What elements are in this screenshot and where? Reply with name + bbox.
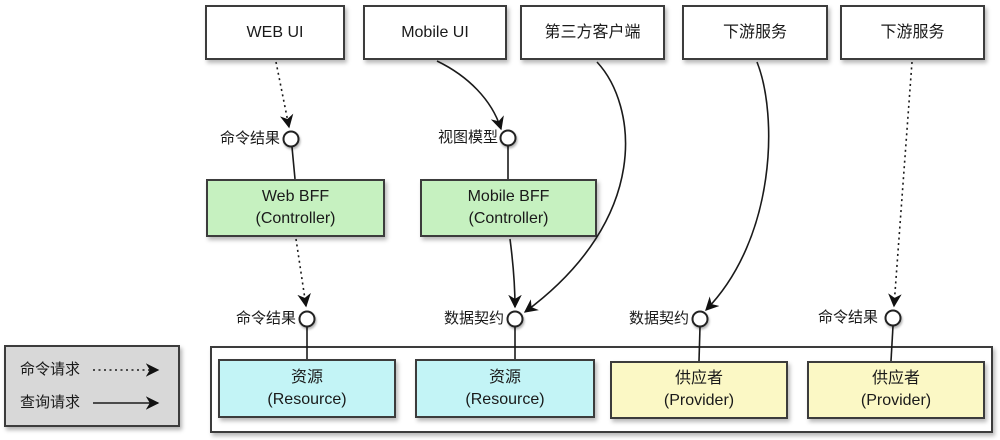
link-command-result-to-web-bff <box>291 146 296 180</box>
node-subtitle: (Provider) <box>860 392 932 409</box>
node-title: Mobile BFF <box>467 188 550 206</box>
node-web-ui: WEB UI <box>205 5 345 60</box>
arrow-downstream1-to-data-contract <box>705 61 770 311</box>
node-subtitle: (Provider) <box>663 392 735 409</box>
node-subtitle: (Controller) <box>468 210 549 227</box>
node-third-party-client: 第三方客户端 <box>520 5 665 60</box>
port-circle-view-model <box>499 129 517 147</box>
node-label: Mobile UI <box>401 23 469 41</box>
node-resource-1: 资源 (Resource) <box>218 359 396 418</box>
node-subtitle: (Resource) <box>267 390 347 408</box>
port-circle-data-contract-2 <box>691 310 709 328</box>
arrow-downstream2-to-command-result <box>888 61 913 308</box>
port-circle-command-result-lower-2 <box>884 309 902 327</box>
node-provider-1: 供应者 (Provider) <box>610 361 788 419</box>
legend-box <box>4 345 180 427</box>
port-circle-command-result-upper <box>282 130 300 148</box>
node-subtitle: (Controller) <box>255 210 336 227</box>
node-title: 资源 <box>290 368 323 386</box>
node-downstream-service-1: 下游服务 <box>682 5 828 60</box>
legend-label-command-request: 命令请求 <box>20 361 81 378</box>
node-title: 资源 <box>488 368 521 386</box>
port-label-data-contract-1: 数据契约 <box>443 310 504 327</box>
port-label-command-result-upper: 命令结果 <box>219 130 280 147</box>
port-circle-data-contract-1 <box>506 310 524 328</box>
node-label: 下游服务 <box>880 23 945 41</box>
node-resource-2: 资源 (Resource) <box>415 359 595 418</box>
arrow-mobile-bff-to-data-contract <box>508 238 522 309</box>
port-label-view-model: 视图模型 <box>437 129 498 146</box>
node-label: 第三方客户端 <box>544 23 641 41</box>
arrow-mobile-ui-to-view-model <box>436 60 504 131</box>
node-downstream-service-2: 下游服务 <box>840 5 985 60</box>
node-mobile-ui: Mobile UI <box>363 5 507 60</box>
node-title: Web BFF <box>261 188 330 206</box>
port-label-data-contract-2: 数据契约 <box>628 310 689 327</box>
port-circle-command-result-lower-1 <box>298 310 316 328</box>
node-title: 供应者 <box>871 370 920 388</box>
node-provider-2: 供应者 (Provider) <box>807 361 985 419</box>
arrow-web-ui-to-command-result <box>275 61 294 129</box>
node-title: 供应者 <box>674 370 723 388</box>
arrow-web-bff-to-command-result <box>295 238 311 308</box>
node-mobile-bff: Mobile BFF (Controller) <box>420 179 597 237</box>
node-web-bff: Web BFF (Controller) <box>206 179 385 237</box>
node-label: 下游服务 <box>722 23 787 41</box>
port-label-command-result-lower-1: 命令结果 <box>235 310 296 327</box>
node-label: WEB UI <box>246 23 304 41</box>
port-label-command-result-lower-2: 命令结果 <box>817 309 878 326</box>
node-subtitle: (Resource) <box>465 390 545 408</box>
legend-label-query-request: 查询请求 <box>20 394 81 411</box>
